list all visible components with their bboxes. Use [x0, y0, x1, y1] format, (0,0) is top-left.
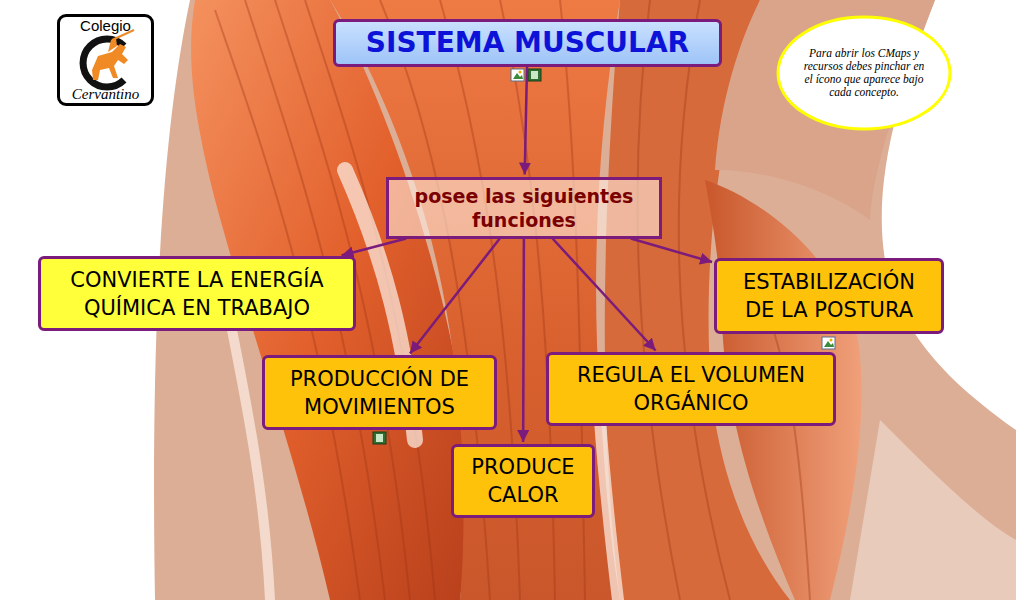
- arrow-connector: [342, 239, 407, 256]
- concept-label: REGULA EL VOLUMEN ORGÁNICO: [559, 361, 823, 417]
- concept-label: SISTEMA MUSCULAR: [366, 26, 689, 60]
- logo-text: Cervantino: [72, 85, 140, 103]
- school-logo: ColegioCervantino: [57, 14, 154, 106]
- logo-text: Colegio: [80, 17, 131, 35]
- concept-label: ESTABILIZACIÓN DE LA POSTURA: [727, 268, 931, 324]
- linking-phrase: posee las siguientes funciones: [386, 177, 662, 239]
- concept-box: PRODUCCIÓN DE MOVIMIENTOS: [262, 355, 497, 430]
- arrow-connector: [631, 239, 712, 263]
- arrow-connector: [553, 239, 656, 351]
- main-concept: SISTEMA MUSCULAR: [333, 19, 722, 67]
- arrow-connector: [522, 239, 525, 443]
- arrow-connector: [525, 67, 527, 175]
- concept-box: CONVIERTE LA ENERGÍA QUÍMICA EN TRABAJO: [38, 256, 356, 331]
- concept-box: PRODUCE CALOR: [451, 444, 595, 518]
- concept-box: ESTABILIZACIÓN DE LA POSTURA: [714, 258, 944, 334]
- note-ellipse: Para abrir los CMaps y recursos debes pi…: [776, 15, 952, 131]
- concept-label: CONVIERTE LA ENERGÍA QUÍMICA EN TRABAJO: [51, 266, 343, 322]
- concept-label: PRODUCE CALOR: [464, 453, 582, 509]
- concept-label: posee las siguientes funciones: [397, 184, 651, 232]
- arrow-connector: [410, 239, 500, 354]
- concept-box: REGULA EL VOLUMEN ORGÁNICO: [546, 352, 836, 426]
- concept-label: Para abrir los CMaps y recursos debes pi…: [802, 47, 926, 99]
- concept-label: PRODUCCIÓN DE MOVIMIENTOS: [275, 365, 484, 421]
